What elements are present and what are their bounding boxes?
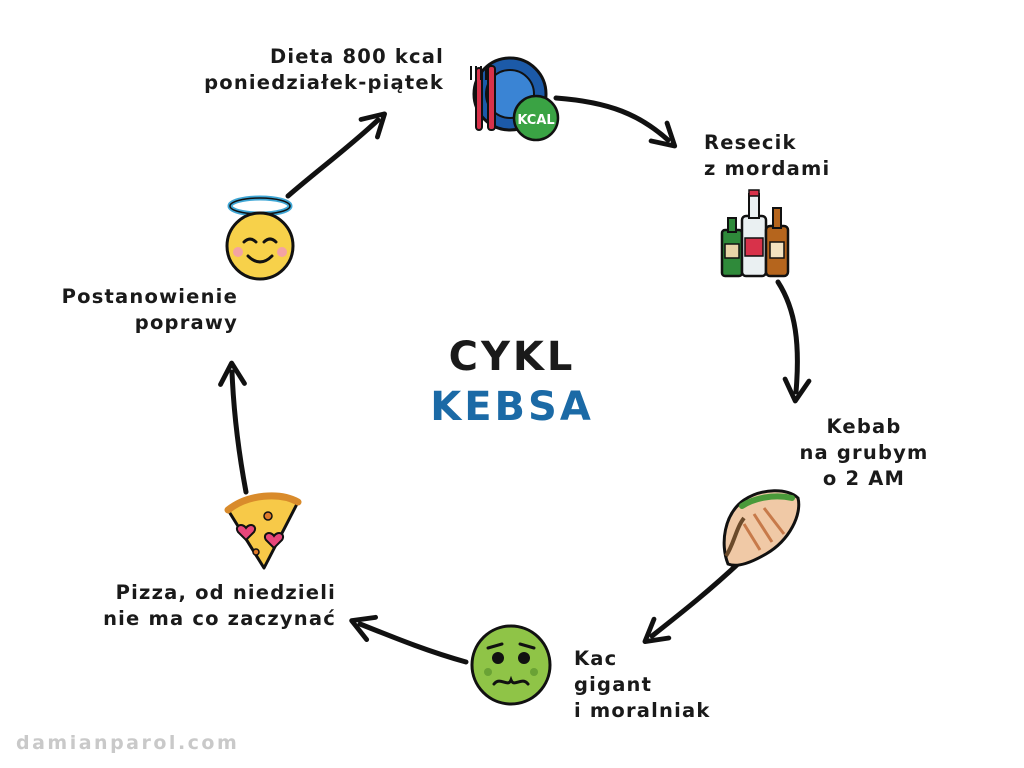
step-label-pizza: Pizza, od niedzieli nie ma co zaczynać (36, 580, 336, 632)
step-label-line: Postanowienie (61, 285, 238, 308)
step-label-line: gigant (574, 673, 653, 696)
arrow-hangover-to-pizza (349, 614, 469, 665)
plate-kcal-icon: KCAL (470, 56, 560, 142)
step-label-resolution: Postanowienie poprawy (20, 284, 238, 336)
arrow-diet-to-party (553, 95, 678, 149)
bottles-icon (720, 189, 790, 278)
step-label-line: Dieta 800 kcal (269, 45, 444, 68)
step-label-line: Pizza, od niedzieli (115, 581, 336, 604)
title-line-2: KEBSA (430, 384, 594, 430)
sick-face-icon (470, 624, 552, 706)
arrow-pizza-to-resolution (218, 360, 249, 495)
step-label-diet: Dieta 800 kcal poniedziałek-piątek (160, 44, 444, 96)
step-label-line: z mordami (704, 157, 831, 180)
kebab-icon (722, 489, 801, 567)
title-line-1: CYKL (448, 334, 576, 380)
footer-watermark: damianparol.com (16, 732, 240, 754)
step-label-line: na grubym (799, 441, 929, 464)
step-label-line: nie ma co zaczynać (103, 607, 336, 630)
kcal-badge: KCAL (517, 113, 554, 128)
arrow-party-to-kebab (775, 279, 812, 404)
step-label-line: Kebab (826, 415, 902, 438)
step-label-hangover: Kac gigant i moralniak (574, 646, 711, 724)
step-label-line: poniedziałek-piątek (204, 71, 444, 94)
diagram-title: CYKL KEBSA (412, 334, 612, 430)
arrow-kebab-to-hangover (642, 559, 743, 644)
step-label-line: poprawy (134, 311, 238, 334)
step-label-line: o 2 AM (822, 467, 906, 490)
step-label-line: Resecik (704, 131, 797, 154)
step-label-line: Kac (574, 647, 618, 670)
angel-face-icon (225, 195, 295, 281)
step-label-line: i moralniak (574, 699, 711, 722)
step-label-party: Resecik z mordami (704, 130, 830, 182)
step-label-kebab: Kebab na grubym o 2 AM (784, 414, 944, 492)
arrow-resolution-to-diet (285, 111, 387, 199)
pizza-heart-icon (224, 492, 302, 570)
